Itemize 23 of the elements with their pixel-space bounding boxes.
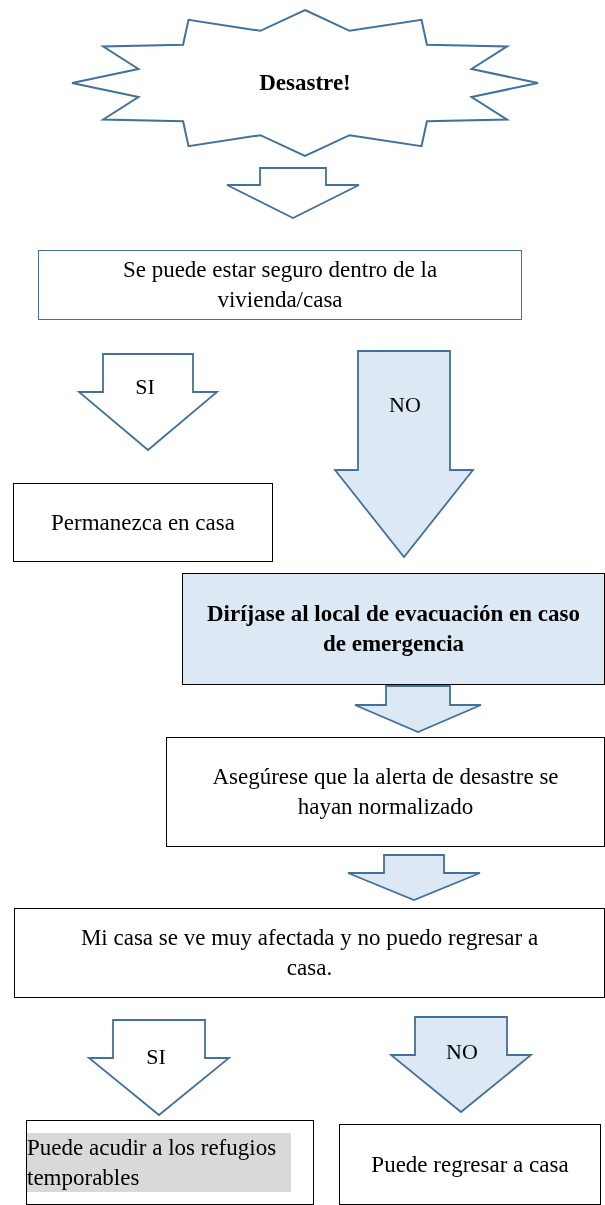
node-text: Asegúrese que la alerta de desastre se hayan normalizado	[211, 763, 560, 821]
node-text: Desastre!	[258, 69, 352, 98]
starburst-shape	[70, 8, 540, 158]
block-arrow	[354, 685, 482, 733]
block-arrow	[388, 1016, 534, 1114]
process-box	[14, 908, 605, 998]
block-arrow	[76, 353, 220, 452]
highlighted-text: Puede acudir a los refugios temporables	[27, 1132, 291, 1193]
block-arrow	[347, 854, 481, 901]
block-arrow	[226, 167, 360, 219]
node-text: Mi casa se ve muy afectada y no puedo regresar a casa.	[79, 924, 540, 982]
block-arrow	[86, 1019, 232, 1117]
node-text: Diríjase al local de evacuación en caso de emergencia	[205, 600, 582, 658]
block-arrow	[333, 350, 475, 559]
process-box	[339, 1124, 601, 1205]
node-text: Permanezca en casa	[50, 508, 236, 537]
process-box	[182, 573, 605, 685]
process-box	[13, 483, 273, 562]
process-box	[38, 250, 522, 320]
node-text: Se puede estar seguro dentro de la vivienda/casa	[121, 256, 439, 314]
node-text: Puede regresar a casa	[370, 1150, 570, 1179]
process-box	[166, 737, 605, 847]
process-box	[26, 1120, 314, 1205]
